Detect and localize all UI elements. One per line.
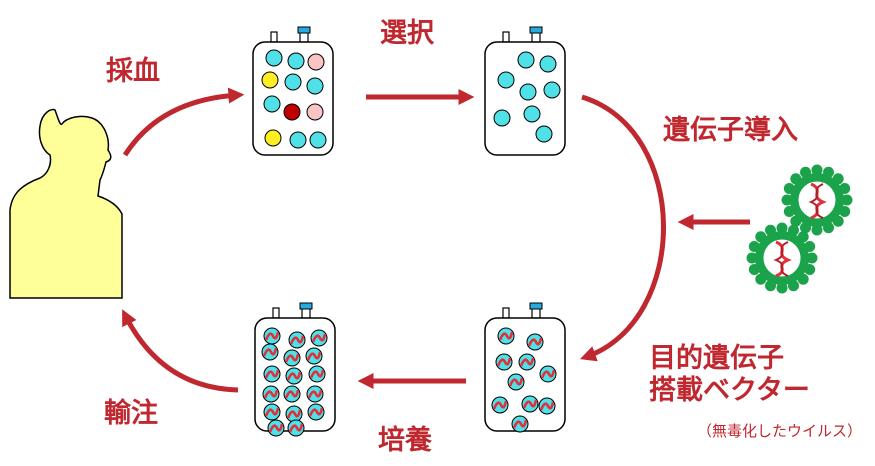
modified-cell — [285, 405, 303, 423]
modified-cell — [310, 329, 328, 347]
arrow-infusion — [122, 309, 239, 393]
modified-cell — [262, 385, 280, 403]
modified-cell — [306, 385, 324, 403]
label-culture: 培養 — [378, 425, 432, 456]
modified-cell — [263, 327, 281, 345]
label-vector-line2: 搭載ベクター — [649, 375, 810, 406]
modified-cell — [491, 396, 509, 414]
modified-cell — [261, 343, 279, 361]
modified-cell — [287, 419, 305, 437]
label-vector-note: （無毒化したウイルス） — [697, 422, 863, 440]
modified-cell — [497, 327, 515, 345]
patient-silhouette — [9, 108, 123, 299]
label-blood-draw: 採血 — [106, 56, 160, 87]
selected-cells-bag — [484, 26, 566, 156]
modified-cell — [283, 385, 301, 403]
modified-cell — [283, 349, 301, 367]
cultured-cells-bag — [254, 302, 336, 437]
modified-cell — [495, 353, 513, 371]
arrow-gene-transfer-loop — [579, 94, 666, 362]
label-gene-transfer: 遺伝子導入 — [663, 115, 798, 146]
virus-vector-icon — [746, 222, 818, 294]
label-vector-line1: 目的遺伝子 — [649, 343, 784, 374]
modified-cell — [263, 403, 281, 421]
modified-cell — [511, 415, 529, 433]
modified-cell — [538, 397, 556, 415]
modified-cell — [526, 333, 544, 351]
label-infusion: 輸注 — [104, 398, 158, 429]
modified-cell — [308, 365, 326, 383]
virus-vector-icon — [781, 164, 853, 236]
transduced-cells-bag — [484, 302, 566, 433]
blood-bag — [252, 26, 334, 156]
modified-cell — [267, 419, 285, 437]
modified-cell — [521, 395, 539, 413]
arrow-blood-draw — [122, 87, 245, 157]
label-selection: 選択 — [380, 18, 434, 49]
modified-cell — [539, 365, 557, 383]
modified-cell — [288, 331, 306, 349]
modified-cell — [305, 347, 323, 365]
modified-cell — [263, 365, 281, 383]
modified-cell — [507, 373, 525, 391]
modified-cell — [285, 367, 303, 385]
modified-cell — [518, 353, 536, 371]
modified-cell — [307, 403, 325, 421]
